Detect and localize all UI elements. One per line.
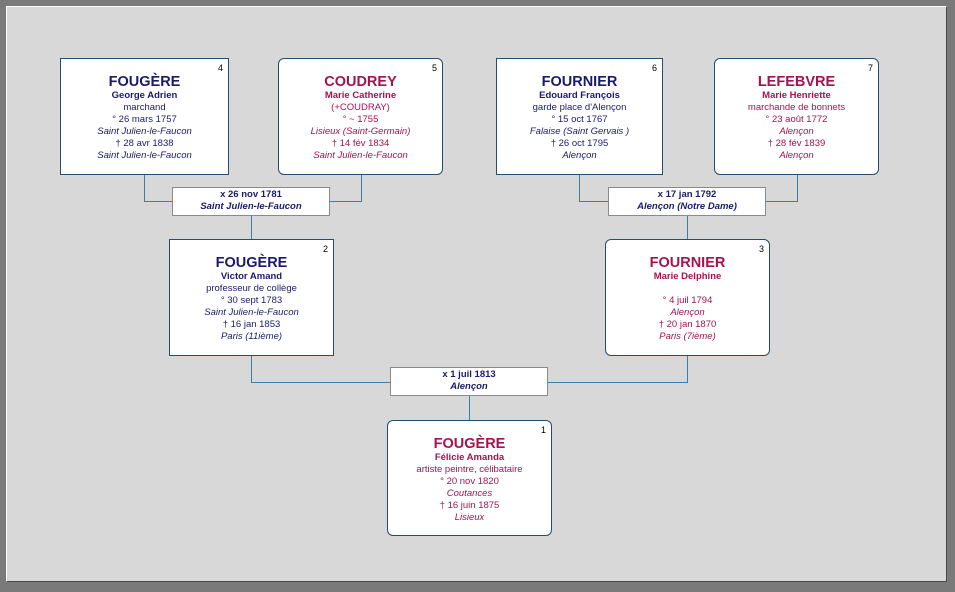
person-given-names: Marie Catherine (324, 90, 397, 101)
marriage-date: x 17 jan 1792 (657, 189, 717, 200)
person-birth-place: Saint Julien-le-Faucon (97, 126, 192, 137)
person-surname: FOUGÈRE (215, 255, 288, 271)
person-occupation: marchand (123, 102, 166, 113)
person-number: 7 (867, 63, 873, 73)
person-birth: ° 30 sept 1783 (220, 295, 283, 306)
person-number: 3 (758, 244, 764, 254)
person-card-3[interactable]: 3 FOURNIER Marie Delphine ° 4 juil 1794 … (605, 239, 770, 356)
person-card-1[interactable]: 1 FOUGÈRE Félicie Amanda artiste peintre… (387, 420, 552, 536)
person-death-place: Alençon (779, 150, 814, 161)
marriage-date: x 1 juil 1813 (442, 369, 496, 380)
person-birth: ° ~ 1755 (342, 114, 379, 125)
person-number: 2 (322, 244, 328, 254)
person-birth-place: Alençon (670, 307, 705, 318)
person-occupation: garde place d'Alençon (532, 102, 627, 113)
person-given-names: Félicie Amanda (434, 452, 505, 463)
person-given-names: Edouard François (539, 90, 620, 101)
person-birth: ° 15 oct 1767 (551, 114, 608, 125)
marriage-box-6-7[interactable]: x 17 jan 1792 Alençon (Notre Dame) (608, 187, 766, 216)
marriage-box-2-3[interactable]: x 1 juil 1813 Alençon (390, 367, 548, 396)
person-birth-place: Falaise (Saint Gervais ) (529, 126, 630, 137)
person-death-place: Saint Julien-le-Faucon (97, 150, 192, 161)
person-given-names: Victor Amand (220, 271, 283, 282)
person-birth: ° 23 août 1772 (765, 114, 828, 125)
person-birth-place: Lisieux (Saint-Germain) (310, 126, 411, 137)
person-occupation (606, 283, 769, 295)
person-surname: COUDREY (324, 74, 397, 90)
person-surname: FOUGÈRE (433, 436, 506, 452)
person-death: † 16 juin 1875 (439, 500, 500, 511)
person-death-place: Alençon (562, 150, 597, 161)
person-birth-place: Alençon (779, 126, 814, 137)
person-card-2[interactable]: 2 FOUGÈRE Victor Amand professeur de col… (169, 239, 334, 356)
person-birth: ° 4 juil 1794 (662, 295, 713, 306)
person-birth: ° 26 mars 1757 (112, 114, 177, 125)
person-death: † 16 jan 1853 (222, 319, 281, 330)
connector-2 (251, 355, 390, 383)
person-birth-place: Coutances (446, 488, 493, 499)
person-occupation: (+COUDRAY) (331, 102, 390, 113)
person-occupation: marchande de bonnets (747, 102, 846, 113)
person-given-names: Marie Delphine (653, 271, 722, 282)
person-card-6[interactable]: 6 FOURNIER Edouard François garde place … (496, 58, 663, 175)
person-number: 6 (651, 63, 657, 73)
person-number: 1 (540, 425, 546, 435)
person-card-5[interactable]: 5 COUDREY Marie Catherine (+COUDRAY) ° ~… (278, 58, 443, 175)
person-death: † 14 fév 1834 (331, 138, 390, 149)
connector-7 (766, 175, 798, 202)
person-death: † 28 avr 1838 (115, 138, 174, 149)
marriage-box-4-5[interactable]: x 26 nov 1781 Saint Julien-le-Faucon (172, 187, 330, 216)
person-death-place: Lisieux (454, 512, 485, 523)
person-death: † 26 oct 1795 (550, 138, 609, 149)
person-number: 5 (431, 63, 437, 73)
person-surname: LEFEBVRE (757, 74, 836, 90)
person-card-4[interactable]: 4 FOUGÈRE George Adrien marchand ° 26 ma… (60, 58, 229, 175)
person-death-place: Saint Julien-le-Faucon (313, 150, 408, 161)
connector-5 (330, 175, 362, 202)
person-death: † 20 jan 1870 (658, 319, 717, 330)
person-given-names: Marie Henriette (762, 90, 831, 101)
person-occupation: artiste peintre, célibataire (416, 464, 523, 475)
marriage-place: Saint Julien-le-Faucon (200, 201, 302, 212)
marriage-place: Alençon (Notre Dame) (637, 201, 737, 212)
person-given-names: George Adrien (111, 90, 178, 101)
person-surname: FOURNIER (541, 74, 618, 90)
person-birth: ° 20 nov 1820 (440, 476, 499, 487)
person-birth-place: Saint Julien-le-Faucon (204, 307, 299, 318)
person-number: 4 (217, 63, 223, 73)
person-occupation: professeur de collège (206, 283, 297, 294)
person-death-place: Paris (11ième) (220, 331, 283, 342)
person-death: † 28 fév 1839 (767, 138, 826, 149)
connector-6 (579, 175, 608, 202)
marriage-date: x 26 nov 1781 (220, 189, 282, 200)
connector-3 (548, 355, 688, 383)
person-card-7[interactable]: 7 LEFEBVRE Marie Henriette marchande de … (714, 58, 879, 175)
person-surname: FOUGÈRE (108, 74, 181, 90)
marriage-place: Alençon (450, 381, 488, 392)
person-surname: FOURNIER (649, 255, 726, 271)
person-death-place: Paris (7ième) (659, 331, 716, 342)
connector-4 (144, 175, 172, 202)
